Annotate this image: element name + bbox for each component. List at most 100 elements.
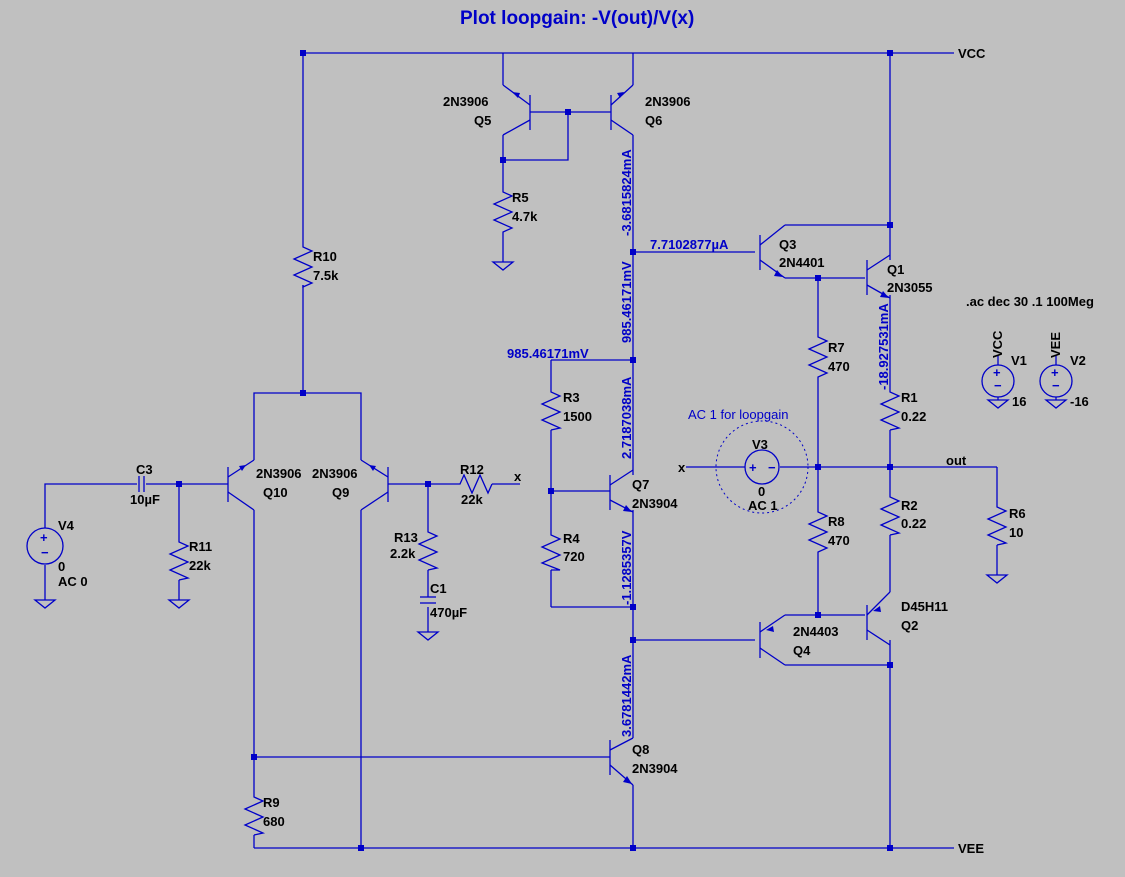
capacitor-c1[interactable]	[420, 596, 436, 604]
r11-value: 22k	[189, 558, 211, 573]
v1-value: 16	[1012, 394, 1026, 409]
transistor-q3[interactable]	[759, 224, 786, 279]
c1-name: C1	[430, 581, 447, 596]
resistor-r9[interactable]	[243, 790, 266, 836]
resistor-r8[interactable]	[807, 505, 829, 555]
resistor-r5[interactable]	[492, 185, 514, 235]
resistor-r4[interactable]	[540, 528, 562, 571]
v4-ac: AC 0	[58, 574, 88, 589]
resistor-r1[interactable]	[879, 385, 902, 431]
vee-label: VEE	[958, 841, 984, 856]
svg-text:+: +	[1051, 365, 1059, 380]
transistor-q6[interactable]	[610, 84, 634, 136]
q4-model: 2N4403	[793, 624, 839, 639]
r3-value: 1500	[563, 409, 592, 424]
q3-name: Q3	[779, 237, 796, 252]
transistor-q4[interactable]	[759, 614, 786, 666]
transistor-q1[interactable]	[866, 254, 891, 299]
r5-value: 4.7k	[512, 209, 538, 224]
c3-name: C3	[136, 462, 153, 477]
q5-name: Q5	[474, 113, 491, 128]
source-v2[interactable]: + −	[1039, 355, 1073, 400]
q8-model: 2N3904	[632, 761, 678, 776]
vcc-label: VCC	[958, 46, 986, 61]
v1-node: VCC	[990, 330, 1005, 358]
r2-name: R2	[901, 498, 918, 513]
transistor-q5[interactable]	[502, 84, 531, 136]
loopgain-note: AC 1 for loopgain	[688, 407, 788, 422]
r1-value: 0.22	[901, 409, 926, 424]
r4-name: R4	[563, 531, 580, 546]
svg-text:+: +	[40, 530, 48, 545]
transistor-q10[interactable]	[227, 459, 255, 511]
annotation-v-q7e: -1.1285357V	[619, 530, 634, 605]
q1-name: Q1	[887, 262, 904, 277]
annotation-i-q3-base: 7.7102877µA	[650, 237, 729, 252]
svg-text:+: +	[749, 460, 757, 475]
r10-value: 7.5k	[313, 268, 339, 283]
v3-value: 0	[758, 484, 765, 499]
r6-name: R6	[1009, 506, 1026, 521]
transistor-q9[interactable]	[360, 459, 389, 511]
junction-dots	[176, 50, 893, 851]
q7-name: Q7	[632, 477, 649, 492]
source-v4[interactable]: + −	[26, 527, 64, 565]
r8-name: R8	[828, 514, 845, 529]
r1-name: R1	[901, 390, 918, 405]
v4-name: V4	[58, 518, 75, 533]
r7-name: R7	[828, 340, 845, 355]
annotation-i-q6: -3.6815824mA	[619, 149, 634, 236]
r12-value: 22k	[461, 492, 483, 507]
q4-name: Q4	[793, 643, 811, 658]
resistor-r11[interactable]	[168, 535, 191, 581]
c3-value: 10µF	[130, 492, 160, 507]
source-v3[interactable]: + −	[715, 420, 809, 514]
r13-name: R13	[394, 530, 418, 545]
q3-model: 2N4401	[779, 255, 825, 270]
q6-name: Q6	[645, 113, 662, 128]
r13-value: 2.2k	[390, 546, 416, 561]
transistor-q2[interactable]	[866, 591, 891, 646]
svg-text:−: −	[768, 460, 776, 475]
q9-model: 2N3906	[312, 466, 358, 481]
resistor-r3[interactable]	[540, 385, 563, 431]
q9-name: Q9	[332, 485, 349, 500]
resistor-r6[interactable]	[986, 500, 1009, 546]
ac-directive: .ac dec 30 .1 100Meg	[966, 294, 1094, 309]
net-x-label-left: x	[678, 460, 686, 475]
annotation-i-q7: 2.7187038mA	[619, 376, 634, 459]
q2-model: D45H11	[901, 599, 948, 614]
transistor-q8[interactable]	[609, 737, 634, 786]
v2-value: -16	[1070, 394, 1089, 409]
resistor-r12[interactable]	[455, 473, 493, 495]
resistor-r13[interactable]	[417, 525, 440, 571]
r9-value: 680	[263, 814, 285, 829]
q10-name: Q10	[263, 485, 288, 500]
annotation-i-r1: -18.927531mA	[876, 303, 891, 390]
svg-text:−: −	[1052, 378, 1060, 393]
q2-name: Q2	[901, 618, 918, 633]
v4-value: 0	[58, 559, 65, 574]
q5-model: 2N3906	[443, 94, 489, 109]
svg-text:−: −	[41, 545, 49, 560]
resistor-r7[interactable]	[807, 330, 829, 380]
source-v1[interactable]: + −	[981, 355, 1015, 400]
v2-node: VEE	[1048, 332, 1063, 358]
c1-value: 470µF	[430, 605, 467, 620]
r3-name: R3	[563, 390, 580, 405]
r7-value: 470	[828, 359, 850, 374]
resistor-r2[interactable]	[879, 490, 902, 536]
resistor-r10[interactable]	[292, 240, 314, 289]
net-x-label-right: x	[514, 469, 522, 484]
q6-model: 2N3906	[645, 94, 691, 109]
v1-name: V1	[1011, 353, 1027, 368]
q7-model: 2N3904	[632, 496, 678, 511]
r10-name: R10	[313, 249, 337, 264]
transistor-q7[interactable]	[609, 469, 634, 513]
r12-name: R12	[460, 462, 484, 477]
capacitor-c3[interactable]	[138, 476, 145, 492]
v2-name: V2	[1070, 353, 1086, 368]
plot-title: Plot loopgain: -V(out)/V(x)	[460, 8, 694, 29]
annotation-v-bias-top: 985.46171mV	[619, 261, 634, 343]
